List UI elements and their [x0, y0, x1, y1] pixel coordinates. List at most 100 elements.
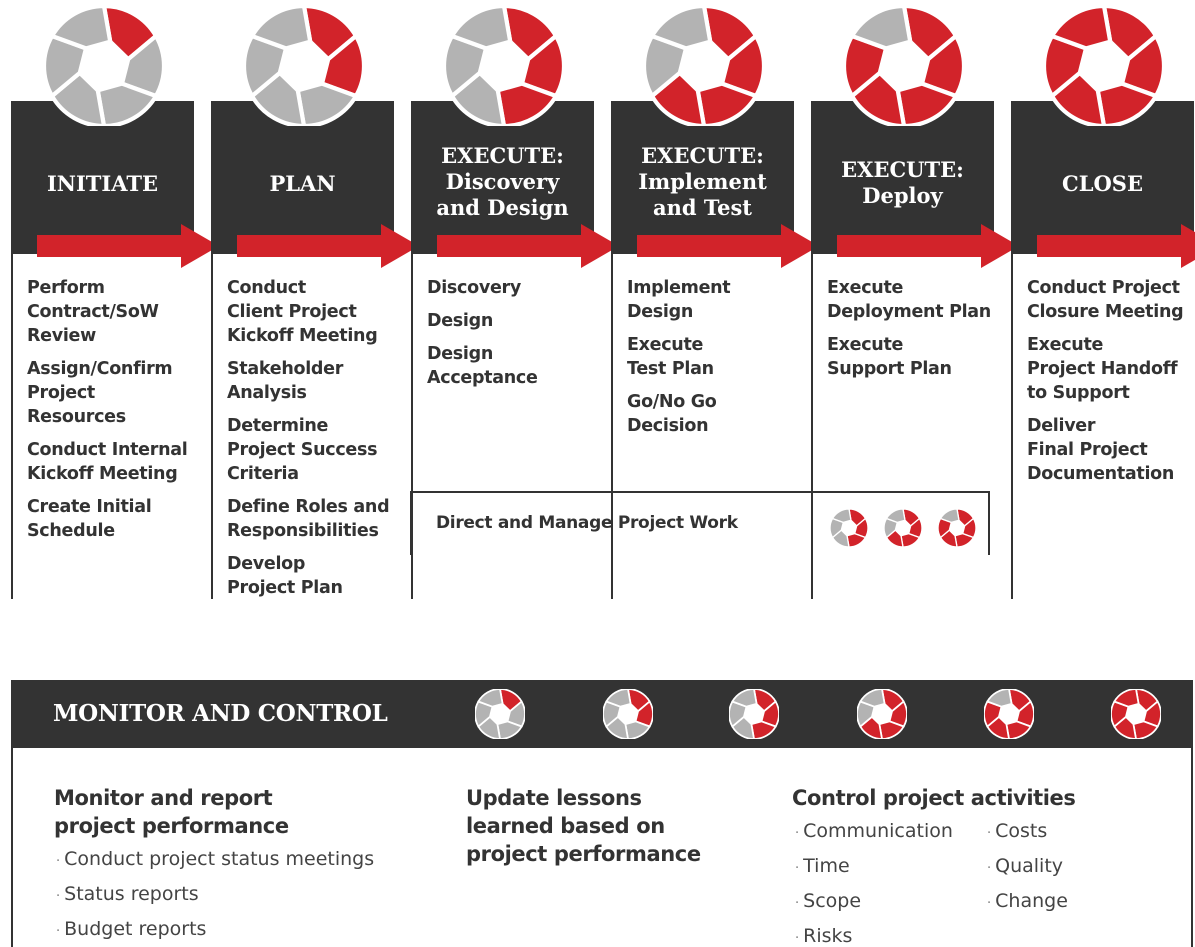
control-bullets-right: ·Costs·Quality·Change [987, 815, 1068, 920]
phase-title-line: and Test [653, 195, 752, 220]
phase-title-line: EXECUTE: [641, 143, 764, 168]
bullet-text: Quality [995, 855, 1064, 877]
aperture-blade [954, 532, 975, 547]
aperture-icon [830, 509, 868, 547]
phase-task: Conduct Client Project Kickoff Meeting [227, 278, 378, 346]
control-activities-heading: Control project activities [792, 786, 1076, 810]
bullet-dot-icon: · [795, 896, 800, 911]
aperture-blade [731, 689, 758, 708]
aperture-icon [938, 509, 976, 547]
bullet-text: Risks [803, 925, 853, 947]
aperture-blade [1048, 6, 1113, 51]
aperture-blade [831, 509, 852, 524]
aperture-icon [884, 509, 922, 547]
monitor-control-title: MONITOR AND CONTROL [53, 700, 388, 727]
phase-task: Stakeholder Analysis [227, 359, 344, 403]
phase-task: Implement Design [627, 278, 731, 322]
aperture-icon [244, 6, 364, 126]
monitor-report-heading: Monitor and report project performance [54, 786, 289, 838]
monitor-report-bullets: ·Conduct project status meetings·Status … [56, 843, 374, 947]
bullet-dot-icon: · [795, 826, 800, 841]
aperture-blade [885, 509, 906, 524]
bullet-item: ·Time [795, 850, 953, 885]
aperture-icon [475, 689, 525, 739]
bullet-text: Costs [995, 820, 1048, 842]
bullet-dot-icon: · [56, 889, 61, 904]
phase-task: Determine Project Success Criteria [227, 416, 378, 484]
bullet-text: Status reports [64, 883, 199, 905]
aperture-icon [729, 689, 779, 739]
phase-title-line: and Design [436, 195, 569, 220]
phase-task: Conduct Project Closure Meeting [1027, 278, 1184, 322]
phase-title-line: EXECUTE: [441, 143, 564, 168]
red-arrow-icon [37, 224, 219, 268]
phase-task: Assign/Confirm Project Resources [27, 359, 173, 427]
aperture-icon [644, 6, 764, 126]
bullet-text: Communication [803, 820, 953, 842]
phase-divider-line [611, 254, 613, 599]
arrow-shape [1037, 224, 1195, 268]
phase-title: CLOSE [1011, 171, 1194, 197]
phase-task: Design [427, 311, 493, 331]
arrow-shape [37, 224, 219, 268]
aperture-blade [448, 6, 513, 51]
phase-task: Deliver Final Project Documentation [1027, 416, 1175, 484]
aperture-blade [846, 532, 867, 547]
bullet-item: ·Communication [795, 815, 953, 850]
aperture-icon [603, 689, 653, 739]
phase-task: Develop Project Plan [227, 554, 343, 598]
bullet-item: ·Risks [795, 920, 953, 947]
phase-title-line: INITIATE [46, 171, 159, 196]
aperture-blade [248, 6, 313, 51]
bullet-text: Budget reports [64, 918, 207, 940]
phase-task: Define Roles and Responsibilities [227, 497, 390, 541]
aperture-blade [986, 689, 1013, 708]
aperture-icon [984, 689, 1034, 739]
red-arrow-icon [437, 224, 619, 268]
monitor-right-border [1191, 748, 1193, 947]
aperture-blade [1113, 689, 1140, 708]
aperture-blade [884, 517, 899, 539]
bullet-text: Time [803, 855, 850, 877]
red-arrow-icon [237, 224, 419, 268]
bullet-dot-icon: · [795, 931, 800, 946]
phase-task: Go/No Go Decision [627, 392, 717, 436]
phase-task: Discovery [427, 278, 521, 298]
aperture-blade [900, 532, 921, 547]
phase-title-line: CLOSE [1062, 171, 1143, 196]
aperture-blade [859, 689, 886, 708]
aperture-blade [605, 689, 632, 708]
aperture-icon [857, 689, 907, 739]
bullet-text: Change [995, 890, 1068, 912]
aperture-blade [477, 689, 504, 708]
phase-title: PLAN [211, 171, 394, 197]
bullet-dot-icon: · [56, 854, 61, 869]
monitor-control-bar: MONITOR AND CONTROL [11, 680, 1193, 748]
phase-header-box: INITIATE [11, 101, 194, 254]
phase-title: EXECUTE:Deploy [811, 157, 994, 209]
red-arrow-icon [837, 224, 1019, 268]
phase-divider-line [811, 254, 813, 599]
aperture-icon [1044, 6, 1164, 126]
phase-task: Create Initial Schedule [27, 497, 152, 541]
phase-title-line: Discovery [445, 169, 560, 194]
bullet-text: Scope [803, 890, 862, 912]
aperture-icon [1111, 689, 1161, 739]
red-arrow-icon [1037, 224, 1195, 268]
direct-manage-box: Direct and Manage Project Work [410, 491, 990, 555]
aperture-blade [648, 6, 713, 51]
phase-task: Perform Contract/SoW Review [27, 278, 159, 346]
phase-header-box: PLAN [211, 101, 394, 254]
bullet-item: ·Conduct project status meetings [56, 843, 374, 878]
bullet-item: ·Budget reports [56, 913, 374, 947]
bullet-dot-icon: · [56, 924, 61, 939]
aperture-blade [48, 6, 113, 51]
control-bullets-left: ·Communication·Time·Scope·Risks [795, 815, 953, 947]
phase-divider-line [411, 254, 413, 599]
phase-title-line: EXECUTE: [841, 157, 964, 182]
